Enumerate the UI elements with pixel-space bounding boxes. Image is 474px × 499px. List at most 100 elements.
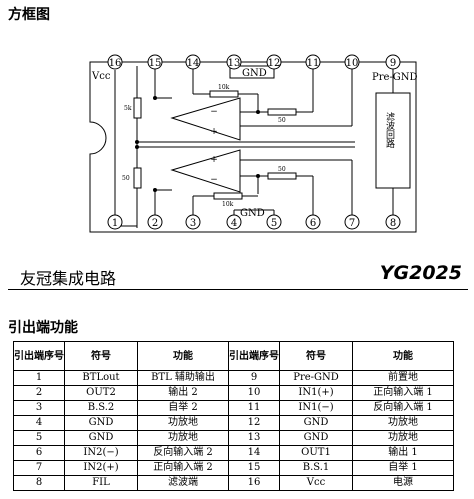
bottom-pin-circle — [147, 214, 163, 230]
resistor-50-bottom — [267, 172, 297, 180]
table-cell: 正向输入端 2 — [137, 460, 229, 476]
resistor-10k-top — [209, 90, 239, 98]
table-cell: 自举 2 — [137, 400, 229, 416]
top-pin-number: 9 — [390, 58, 396, 69]
bottom-pin-number: 1 — [112, 218, 118, 229]
pre-gnd-label: Pre-GND — [372, 72, 418, 83]
svg-text:+: + — [210, 127, 218, 137]
top-pin-circle — [147, 54, 163, 70]
table-cell: 1 — [13, 370, 65, 386]
table-cell: GND — [64, 415, 138, 431]
bottom-pin-number: 4 — [231, 218, 237, 229]
bottom-pin-circle — [344, 214, 360, 230]
vcc-label: Vcc — [91, 71, 111, 82]
table-header-row: 引出端序号 符号 功能 引出端序号 符号 功能 — [13, 341, 454, 371]
table-cell: 5 — [13, 430, 65, 446]
bottom-pin-circle — [226, 214, 242, 230]
table-cell: OUT2 — [64, 385, 138, 401]
top-pin-circle — [266, 54, 282, 70]
table-cell: 正向输入端 1 — [352, 385, 454, 401]
table-cell: GND — [279, 430, 353, 446]
table-cell: 13 — [228, 430, 280, 446]
table-cell: 电源 — [352, 475, 454, 491]
header-cell: 符号 — [64, 341, 138, 371]
amp-top-triangle — [170, 97, 241, 141]
table-cell: IN2(+) — [64, 460, 138, 476]
top-pin-circle — [344, 54, 360, 70]
bottom-pin-circle — [185, 214, 201, 230]
bottom-pin-circle — [305, 214, 321, 230]
table-cell: GND — [279, 415, 353, 431]
bottom-pin-number: 7 — [349, 218, 355, 229]
top-pin-number: 14 — [187, 58, 200, 69]
header-cell: 符号 — [279, 341, 353, 371]
top-pin-circle — [226, 54, 242, 70]
table-cell: 滤波端 — [137, 475, 229, 491]
bottom-pin-number: 6 — [310, 218, 316, 229]
top-pin-circle — [305, 54, 321, 70]
table-cell: 反向输入端 1 — [352, 400, 454, 416]
top-pin-circle — [385, 54, 401, 70]
gnd-box-top — [229, 65, 275, 79]
table-cell: 反向输入端 2 — [137, 445, 229, 461]
model-number: YG2025 — [379, 262, 462, 284]
top-pin-number: 12 — [268, 58, 281, 69]
r-10k-top-label: 10k — [218, 84, 230, 91]
top-pin-circle — [185, 54, 201, 70]
table-cell: B.S.2 — [64, 400, 138, 416]
table-cell: 输出 2 — [137, 385, 229, 401]
table-cell: 9 — [228, 370, 280, 386]
gnd-top-label: GND — [242, 68, 267, 79]
table-cell: 3 — [13, 400, 65, 416]
divider — [8, 289, 468, 290]
r-5k-label: 5k — [124, 105, 132, 112]
table-cell: BTLout — [64, 370, 138, 386]
table-cell: B.S.1 — [279, 460, 353, 476]
table-cell: 16 — [228, 475, 280, 491]
table-cell: IN2(−) — [64, 445, 138, 461]
resistor-5k — [133, 97, 142, 119]
bottom-pin-number: 2 — [152, 218, 158, 229]
table-cell: 自举 1 — [352, 460, 454, 476]
table-cell: 11 — [228, 400, 280, 416]
r-50-top-label: 50 — [278, 117, 286, 124]
top-pin-circle — [107, 54, 123, 70]
resistor-10k-bottom — [213, 192, 243, 200]
pin-function-title: 引出端功能 — [8, 320, 78, 336]
table-cell: GND — [64, 430, 138, 446]
top-pin-number: 11 — [307, 58, 320, 69]
package-outline — [89, 61, 417, 233]
table-cell: 8 — [13, 475, 65, 491]
table-cell: 功放地 — [137, 430, 229, 446]
table-cell: 14 — [228, 445, 280, 461]
header-cell: 引出端序号 — [13, 341, 65, 371]
svg-text:−: − — [210, 175, 218, 185]
table-cell: IN1(+) — [279, 385, 353, 401]
table-cell: 7 — [13, 460, 65, 476]
table-cell: 前置地 — [352, 370, 454, 386]
table-cell: 2 — [13, 385, 65, 401]
resistor-50-left — [133, 167, 142, 189]
table-cell: OUT1 — [279, 445, 353, 461]
r-50-bottom-label: 50 — [278, 166, 286, 173]
bottom-pin-number: 5 — [271, 218, 277, 229]
top-pin-number: 10 — [346, 58, 359, 69]
gnd-bottom-label: GND — [240, 208, 265, 219]
bottom-pin-circle — [107, 214, 123, 230]
svg-text:+: + — [210, 155, 218, 165]
top-pin-number: 16 — [109, 58, 122, 69]
table-cell: Vcc — [279, 475, 353, 491]
table-cell: Pre-GND — [279, 370, 353, 386]
table-cell: 功放地 — [352, 415, 454, 431]
table-cell: 6 — [13, 445, 65, 461]
header-cell: 引出端序号 — [228, 341, 280, 371]
table-cell: BTL 辅助输出 — [137, 370, 229, 386]
header-cell: 功能 — [352, 341, 454, 371]
